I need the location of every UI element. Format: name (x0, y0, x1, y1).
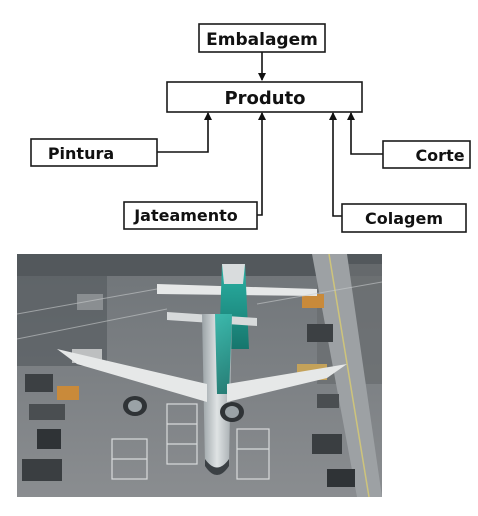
edge-jateamento-to-produto (257, 112, 266, 216)
node-embalagem-label: Embalagem (206, 30, 318, 50)
edge-colagem-to-produto (329, 112, 342, 217)
work-platforms (111, 403, 270, 480)
node-jateamento-label: Jateamento (133, 206, 238, 225)
aircraft-assembly-photo (17, 254, 382, 497)
node-colagem: Colagem (341, 203, 467, 233)
edge-pintura-to-produto (157, 112, 212, 153)
node-produto-label: Produto (224, 88, 305, 109)
node-jateamento: Jateamento (123, 201, 258, 230)
node-pintura: Pintura (30, 138, 158, 167)
edge-corte-to-produto (347, 112, 383, 155)
node-corte: Corte (382, 140, 471, 169)
process-diagram: Embalagem Produto Pintura Corte Jateamen… (30, 23, 471, 233)
aisle-marking (328, 254, 370, 497)
gantry-lines (17, 281, 382, 340)
node-corte-label: Corte (415, 146, 464, 165)
node-produto: Produto (166, 81, 363, 113)
node-embalagem: Embalagem (198, 23, 326, 53)
node-pintura-label: Pintura (48, 144, 114, 163)
node-colagem-label: Colagem (365, 209, 443, 228)
hangar-upper-structure (17, 254, 382, 276)
front-aircraft (57, 312, 347, 475)
right-aisle-lane (312, 254, 382, 497)
